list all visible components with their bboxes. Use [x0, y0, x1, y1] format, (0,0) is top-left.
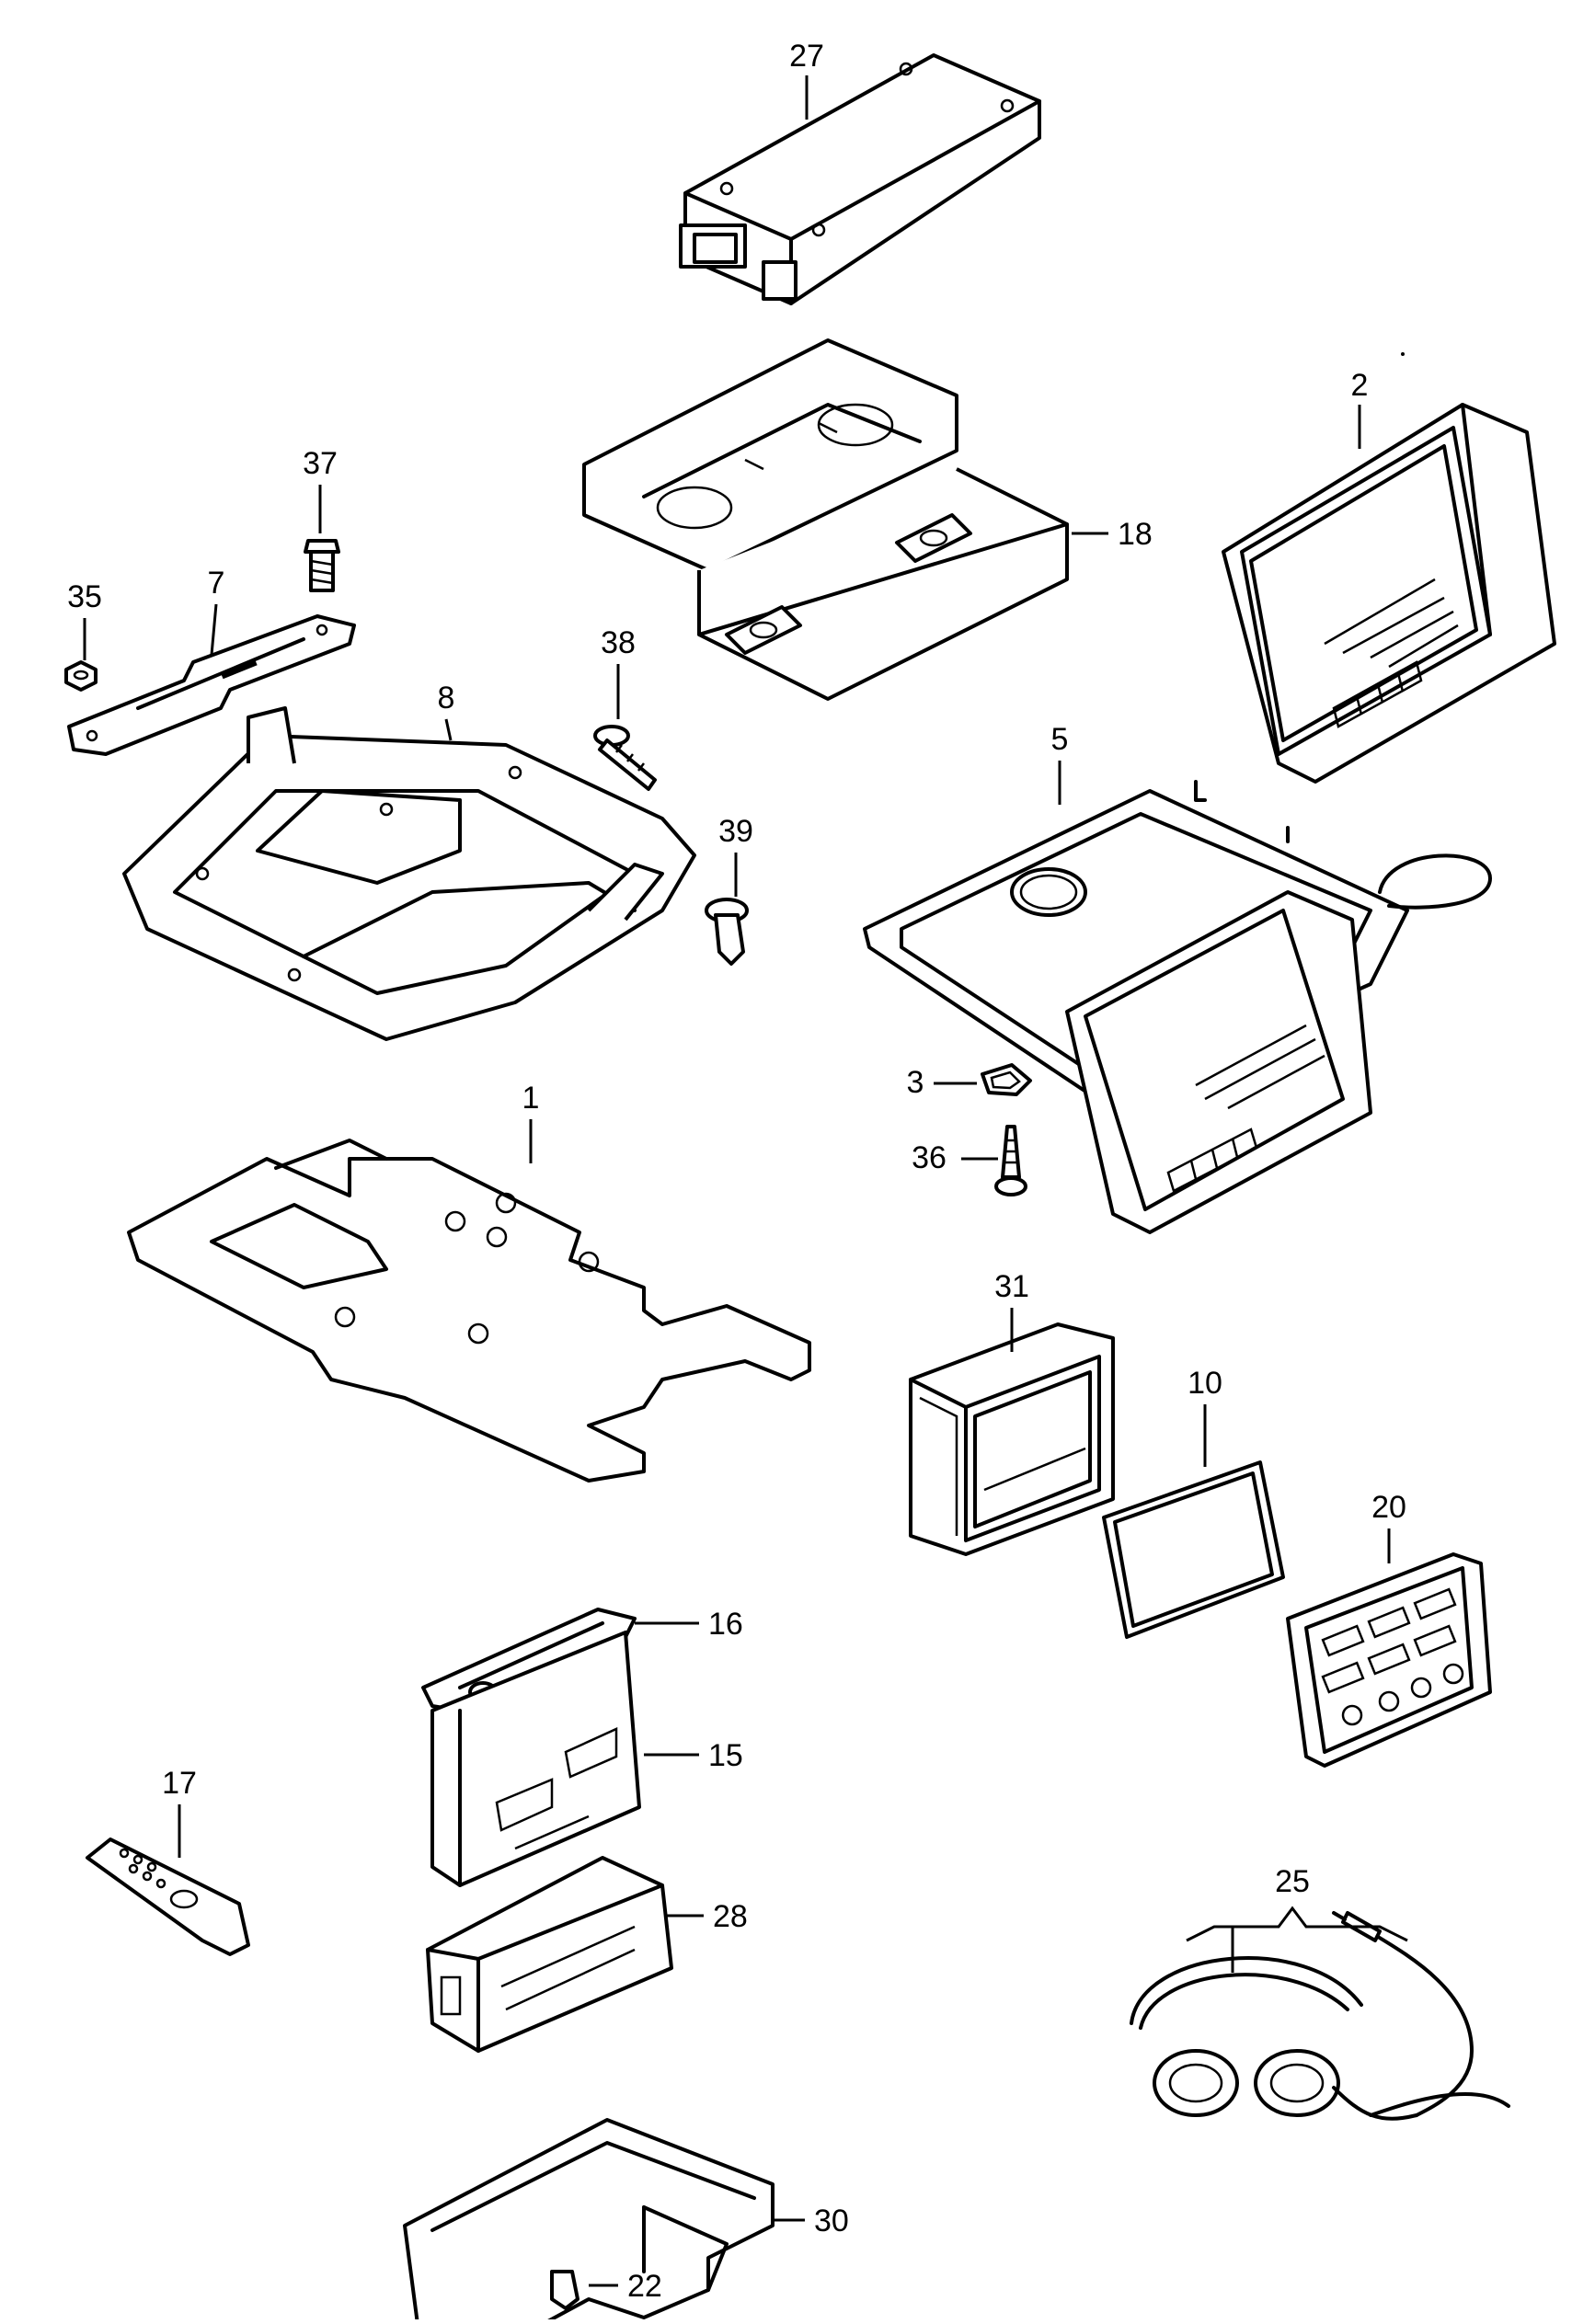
- svg-text:16: 16: [708, 1607, 743, 1642]
- svg-text:7: 7: [208, 566, 225, 601]
- svg-text:18: 18: [1118, 517, 1153, 552]
- svg-text:10: 10: [1188, 1366, 1222, 1401]
- callout-36: 36: [912, 1140, 998, 1175]
- svg-text:20: 20: [1371, 1490, 1406, 1525]
- svg-text:2: 2: [1351, 368, 1369, 403]
- svg-text:31: 31: [994, 1269, 1029, 1304]
- svg-text:36: 36: [912, 1140, 947, 1175]
- svg-text:1: 1: [522, 1081, 540, 1116]
- part-25-headphones[interactable]: [1130, 1911, 1510, 2121]
- callout-27: 27: [789, 39, 824, 120]
- part-5-headliner-console[interactable]: [863, 780, 1492, 1234]
- callout-3: 3: [907, 1065, 977, 1100]
- part-20-control-panel[interactable]: [1286, 1552, 1492, 1768]
- part-37-bolt[interactable]: [304, 539, 340, 592]
- callout-5: 5: [1051, 722, 1069, 805]
- svg-text:22: 22: [627, 2269, 662, 2304]
- callout-10: 10: [1188, 1366, 1222, 1467]
- callout-16: 16: [635, 1607, 743, 1642]
- svg-text:30: 30: [814, 2204, 849, 2238]
- part-7-bracket[interactable]: [67, 614, 356, 756]
- callout-31: 31: [994, 1269, 1029, 1352]
- svg-text:8: 8: [438, 681, 455, 716]
- svg-text:35: 35: [67, 579, 102, 614]
- part-2-monitor[interactable]: [1222, 403, 1556, 784]
- stray-mark: [1401, 352, 1405, 356]
- callout-22: 22: [589, 2269, 662, 2304]
- part-18-mounting-bracket[interactable]: [582, 338, 1069, 701]
- callout-15: 15: [644, 1738, 743, 1773]
- callout-18: 18: [1072, 517, 1153, 552]
- part-36-screw[interactable]: [994, 1125, 1027, 1196]
- callout-37: 37: [303, 446, 338, 533]
- callout-25: 25: [1186, 1864, 1408, 1973]
- callout-38: 38: [601, 625, 636, 719]
- callout-39: 39: [718, 814, 753, 897]
- part-1-floor-pad[interactable]: [127, 1139, 811, 1483]
- svg-text:38: 38: [601, 625, 636, 660]
- part-8-base-plate[interactable]: [122, 706, 696, 1041]
- part-31-housing-frame[interactable]: [909, 1322, 1115, 1556]
- svg-text:15: 15: [708, 1738, 743, 1773]
- callout-1: 1: [522, 1081, 540, 1163]
- callout-20: 20: [1371, 1490, 1406, 1563]
- callout-8: 8: [438, 681, 455, 741]
- svg-text:25: 25: [1275, 1864, 1310, 1899]
- part-3-clip[interactable]: [981, 1063, 1032, 1096]
- callout-7: 7: [208, 566, 225, 656]
- part-22-clip[interactable]: [550, 2270, 579, 2310]
- part-17-remote-control[interactable]: [86, 1837, 250, 1956]
- part-39-clip[interactable]: [705, 898, 749, 966]
- part-27-control-module[interactable]: [679, 53, 1041, 305]
- part-30-storage-tray[interactable]: [403, 2118, 775, 2324]
- svg-text:37: 37: [303, 446, 338, 481]
- svg-text:39: 39: [718, 814, 753, 849]
- svg-text:28: 28: [713, 1899, 748, 1934]
- part-15-case[interactable]: [430, 1631, 641, 1887]
- callout-28: 28: [667, 1899, 748, 1934]
- callout-17: 17: [162, 1766, 197, 1858]
- part-10-trim-frame[interactable]: [1102, 1460, 1285, 1639]
- svg-text:3: 3: [907, 1065, 924, 1100]
- part-35-nut[interactable]: [64, 660, 98, 692]
- svg-text:5: 5: [1051, 722, 1069, 757]
- svg-text:27: 27: [789, 39, 824, 74]
- callout-2: 2: [1351, 368, 1369, 449]
- svg-text:17: 17: [162, 1766, 197, 1801]
- part-38-screw[interactable]: [593, 725, 657, 791]
- callout-35: 35: [67, 579, 102, 660]
- part-28-mounting-cage[interactable]: [426, 1856, 673, 2053]
- callout-30: 30: [773, 2204, 849, 2238]
